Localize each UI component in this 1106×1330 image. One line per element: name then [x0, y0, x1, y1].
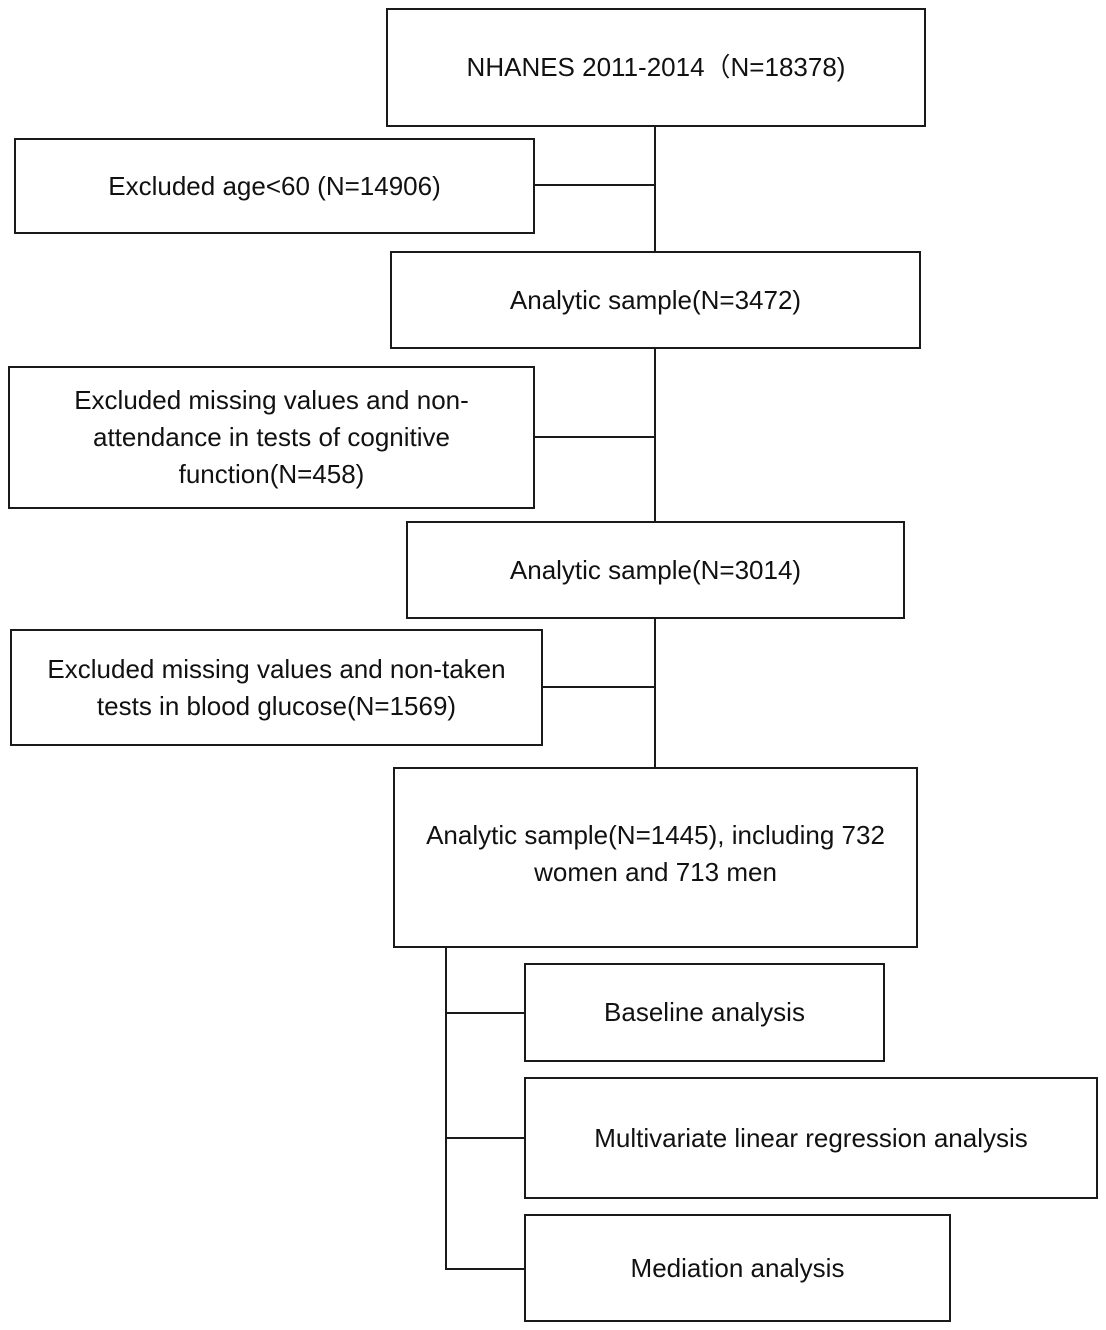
mediation-analysis-label: Mediation analysis — [630, 1252, 845, 1283]
connector-exclusion-cognitive — [534, 436, 655, 438]
sample-1-box: Analytic sample(N=3472) — [390, 251, 921, 349]
population-box: NHANES 2011-2014（N=18378) — [386, 8, 926, 127]
sample-final-label: Analytic sample(N=1445), including 732 w… — [426, 820, 885, 887]
connector-exclusion-glucose — [542, 686, 655, 688]
connector-mediation-analysis — [445, 1268, 526, 1270]
baseline-analysis-label: Baseline analysis — [604, 997, 805, 1027]
sample-final-box: Analytic sample(N=1445), including 732 w… — [393, 767, 918, 948]
connector-exclusion-age — [534, 184, 655, 186]
sample-1-label: Analytic sample(N=3472) — [509, 284, 802, 315]
sample-2-box: Analytic sample(N=3014) — [406, 521, 905, 619]
exclusion-glucose-box: Excluded missing values and non-taken te… — [10, 629, 543, 746]
exclusion-age-box: Excluded age<60 (N=14906) — [14, 138, 535, 234]
exclusion-cognitive-label: Excluded missing values and non-attendan… — [74, 385, 469, 489]
mediation-analysis-box: Mediation analysis — [524, 1214, 951, 1322]
exclusion-glucose-label: Excluded missing values and non-taken te… — [47, 653, 506, 721]
baseline-analysis-box: Baseline analysis — [524, 963, 885, 1062]
analysis-branch-line — [445, 947, 447, 1269]
sample-2-label: Analytic sample(N=3014) — [509, 554, 802, 585]
population-label: NHANES 2011-2014（N=18378) — [466, 52, 846, 82]
connector-baseline-analysis — [445, 1012, 526, 1014]
exclusion-cognitive-box: Excluded missing values and non-attendan… — [8, 366, 535, 509]
regression-analysis-box: Multivariate linear regression analysis — [524, 1077, 1098, 1199]
exclusion-age-label: Excluded age<60 (N=14906) — [108, 170, 441, 201]
regression-analysis-label: Multivariate linear regression analysis — [594, 1122, 1028, 1153]
connector-regression-analysis — [445, 1137, 526, 1139]
main-trunk-line — [654, 126, 656, 768]
